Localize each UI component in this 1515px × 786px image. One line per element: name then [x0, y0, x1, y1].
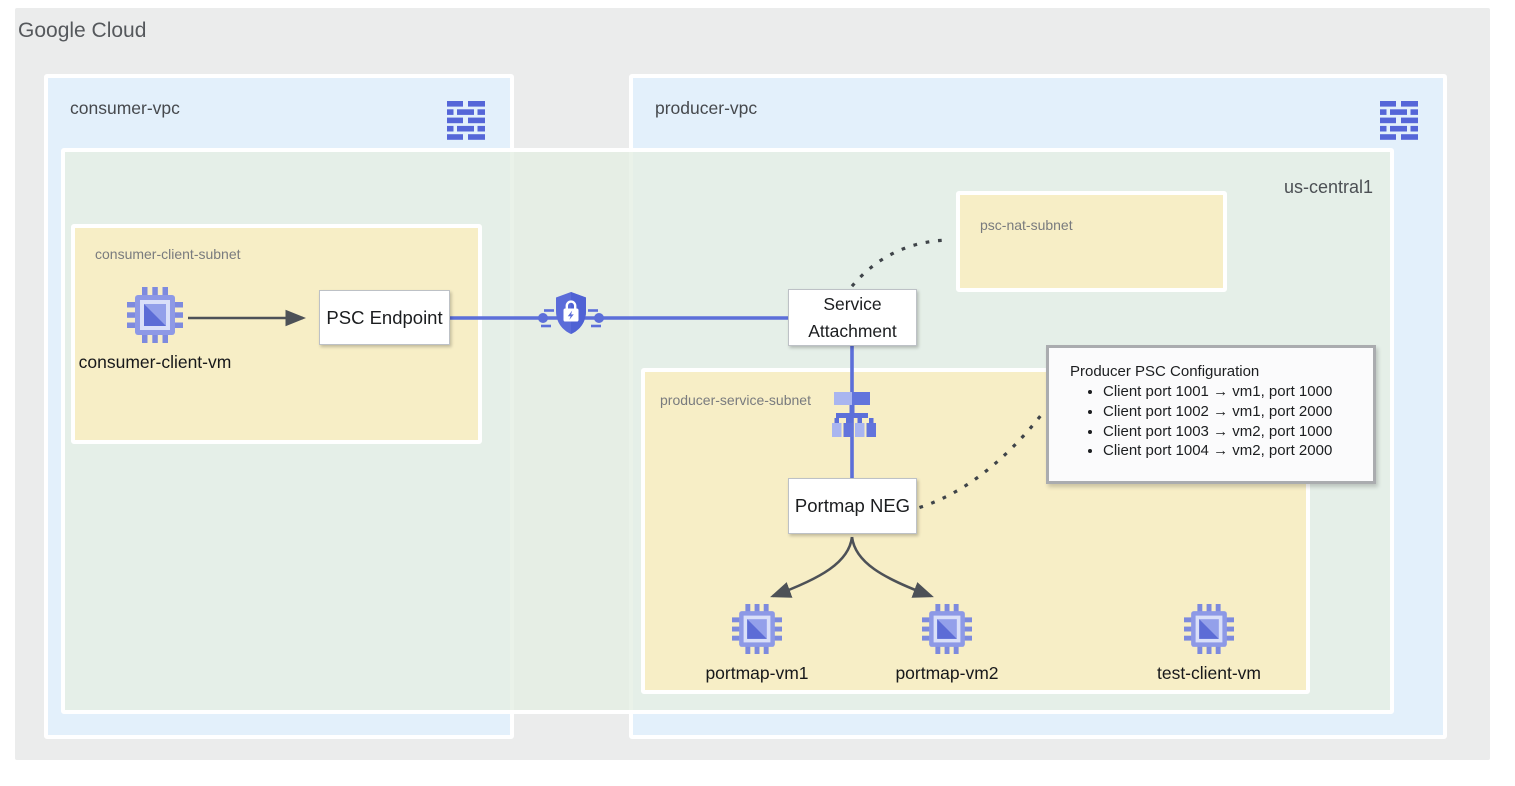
- load-balancer-icon: [828, 392, 876, 439]
- vpc-network-icon: [1379, 100, 1419, 140]
- config-note-item: Client port 1004 → vm2, port 2000: [1103, 441, 1373, 461]
- consumer-client-vm-label: consumer-client-vm: [78, 352, 232, 372]
- config-note-item: Client port 1001 → vm1, port 1000: [1103, 382, 1373, 402]
- psc-nat-subnet-label: psc-nat-subnet: [980, 217, 1073, 233]
- google-cloud-title: Google Cloud: [18, 19, 147, 42]
- private-service-connect-shield-icon: [556, 292, 586, 334]
- producer-psc-configuration-note: Producer PSC Configuration Client port 1…: [1046, 345, 1376, 484]
- config-note-item: Client port 1002 → vm1, port 2000: [1103, 402, 1373, 422]
- service-attachment-label: Service Attachment: [808, 294, 897, 341]
- test-client-vm-label: test-client-vm: [1156, 663, 1262, 683]
- portmap-vm1: portmap-vm1: [657, 604, 857, 684]
- config-note-item: Client port 1003 → vm2, port 1000: [1103, 422, 1373, 442]
- psc-connection-dots: [538, 313, 604, 323]
- compute-engine-icon: [1184, 604, 1234, 659]
- region-label: us-central1: [1283, 177, 1373, 197]
- psc-nat-subnet-box: psc-nat-subnet: [956, 191, 1227, 292]
- config-note-title: Producer PSC Configuration: [1070, 363, 1260, 380]
- test-client-vm: test-client-vm: [1109, 604, 1309, 684]
- producer-vpc-label: producer-vpc: [655, 98, 758, 118]
- compute-engine-icon: [922, 604, 972, 659]
- portmap-neg-node: Portmap NEG: [788, 478, 917, 534]
- portmap-vm2-label: portmap-vm2: [895, 663, 999, 683]
- service-attachment-node: Service Attachment: [788, 289, 917, 346]
- producer-service-subnet-label: producer-service-subnet: [660, 392, 811, 408]
- compute-engine-icon: [127, 287, 183, 348]
- neg-to-config-dotted-line: [918, 411, 1045, 510]
- consumer-client-vm: consumer-client-vm: [55, 287, 255, 373]
- neg-to-vm2-arrow: [850, 536, 934, 598]
- psc-speed-dashes: [541, 309, 601, 328]
- config-note-list: Client port 1001 → vm1, port 1000 Client…: [1070, 382, 1373, 461]
- psc-endpoint-label: PSC Endpoint: [326, 306, 443, 328]
- vpc-network-icon: [446, 100, 486, 140]
- consumer-vpc-label: consumer-vpc: [70, 98, 180, 118]
- psc-endpoint-node: PSC Endpoint: [319, 290, 450, 345]
- neg-to-vm1-arrow: [770, 536, 854, 598]
- consumer-client-subnet-label: consumer-client-subnet: [95, 246, 241, 262]
- compute-engine-icon: [732, 604, 782, 659]
- portmap-neg-label: Portmap NEG: [794, 495, 911, 517]
- portmap-vm1-label: portmap-vm1: [705, 663, 809, 683]
- attachment-to-nat-dotted-line: [850, 238, 950, 288]
- portmap-vm2: portmap-vm2: [847, 604, 1047, 684]
